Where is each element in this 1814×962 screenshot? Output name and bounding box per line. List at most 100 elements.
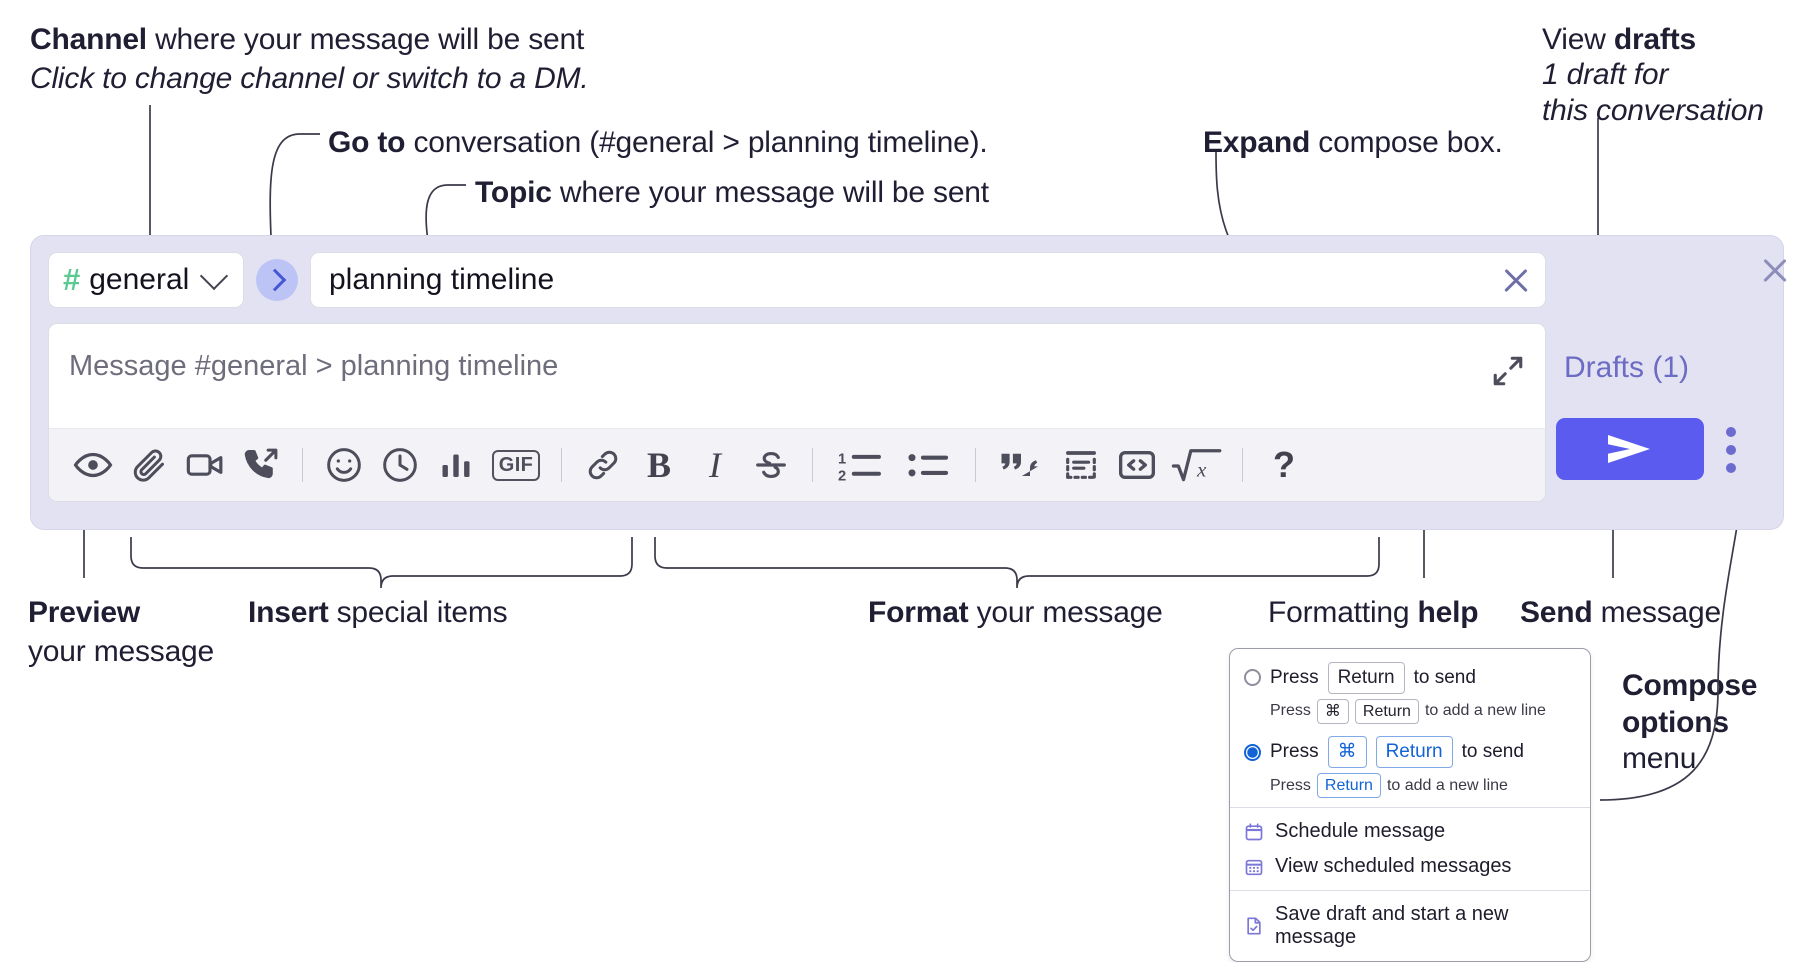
strikethrough-icon[interactable] (743, 437, 799, 493)
annotation-send: Send message (1520, 595, 1721, 630)
kebab-dot (1726, 445, 1736, 455)
annotation-send-bold: Send (1520, 596, 1593, 629)
option1-sub-tail: to add a new line (1424, 702, 1546, 720)
annotation-preview-rest: your message (28, 635, 215, 669)
annotation-expand-bold: Expand (1203, 126, 1311, 159)
bulleted-list-icon[interactable] (896, 437, 962, 493)
kebab-dot (1726, 463, 1736, 473)
annotation-channel-bold: Channel (30, 23, 147, 56)
option1-sub-press: Press (1270, 702, 1311, 720)
menu-item-save-draft[interactable]: Save draft and start a new message (1230, 897, 1590, 955)
annotation-help: Formatting help (1268, 595, 1479, 630)
radio-unselected[interactable] (1244, 669, 1261, 687)
drafts-link[interactable]: Drafts (1) (1564, 351, 1690, 384)
italic-icon[interactable]: I (687, 437, 743, 493)
option2-press: Press (1270, 741, 1319, 763)
link-icon[interactable] (575, 437, 631, 493)
toolbar-separator (975, 448, 976, 482)
annotation-drafts-rest: View (1542, 23, 1614, 56)
annotation-goto-rest: conversation (#general > planning timeli… (405, 126, 988, 159)
annotation-compose-options-line3: menu (1622, 742, 1697, 776)
annotation-topic-bold: Topic (475, 176, 552, 209)
code-icon[interactable] (1109, 437, 1165, 493)
toolbar-separator (812, 448, 813, 482)
annotation-channel-sub: Click to change channel or switch to a D… (30, 62, 589, 96)
emoji-icon[interactable] (316, 437, 372, 493)
help-label: ? (1273, 444, 1295, 485)
poll-icon[interactable] (428, 437, 484, 493)
send-icon (1608, 435, 1650, 463)
annotation-expand-rest: compose box. (1310, 126, 1503, 159)
option2-sub-tail: to add a new line (1386, 776, 1508, 794)
clock-icon[interactable] (372, 437, 428, 493)
option1-sub-key-cmd: ⌘ (1316, 698, 1349, 725)
option2-key-cmd: ⌘ (1327, 736, 1367, 768)
hash-icon: # (63, 261, 81, 297)
message-placeholder: Message #general > planning timeline (69, 350, 559, 382)
menu-divider (1230, 807, 1590, 809)
attachment-icon[interactable] (121, 437, 177, 493)
preview-icon[interactable] (65, 437, 121, 493)
annotation-topic-rest: where your message will be sent (551, 176, 989, 209)
menu-option-cmd-return-to-send[interactable]: Press ⌘ Return to send Press Return to a… (1230, 733, 1590, 799)
annotation-channel: Channel where your message will be sent … (30, 22, 589, 97)
radio-selected[interactable] (1244, 743, 1261, 761)
option2-sub-press: Press (1270, 776, 1311, 794)
formatting-help-icon[interactable]: ? (1256, 437, 1312, 493)
kebab-dot (1726, 427, 1736, 437)
option2-key-return: Return (1375, 736, 1453, 768)
menu-item-label: View scheduled messages (1275, 855, 1512, 878)
bold-icon[interactable]: B (631, 437, 687, 493)
calendar-icon (1244, 822, 1264, 842)
annotation-format-bold: Format (868, 596, 969, 629)
annotation-preview: Preview your message (28, 595, 214, 670)
topic-input[interactable]: planning timeline (310, 252, 1546, 308)
spoiler-icon[interactable] (1053, 437, 1109, 493)
annotation-format-rest: your message (968, 596, 1163, 629)
bold-label: B (646, 445, 671, 485)
expand-icon[interactable] (1491, 354, 1525, 388)
go-to-conversation-button[interactable] (256, 259, 298, 301)
svg-text:1: 1 (838, 451, 846, 467)
option1-tail: to send (1413, 666, 1476, 688)
menu-divider (1230, 890, 1590, 892)
compose-right-column: Drafts (1) (1548, 235, 1784, 530)
menu-item-label: Save draft and start a new message (1275, 903, 1509, 949)
annotation-goto: Go to conversation (#general > planning … (328, 125, 988, 160)
option1-sub-key-return: Return (1354, 698, 1419, 725)
video-icon[interactable] (177, 437, 233, 493)
file-check-icon (1244, 916, 1264, 936)
send-button[interactable] (1556, 418, 1704, 480)
toolbar-separator (561, 448, 562, 482)
annotation-format: Format your message (868, 595, 1163, 630)
option2-sub-key-return: Return (1316, 772, 1381, 799)
annotation-insert-bold: Insert (248, 596, 329, 629)
channel-picker[interactable]: # general (48, 252, 244, 308)
channel-name: general (89, 263, 190, 296)
message-input[interactable]: Message #general > planning timeline (49, 324, 1545, 428)
gif-icon[interactable]: GIF (484, 437, 548, 493)
clear-topic-icon[interactable] (1501, 265, 1531, 295)
message-box: Message #general > planning timeline (48, 323, 1546, 502)
option1-press: Press (1270, 666, 1319, 688)
compose-box: # general planning timeline Message #gen… (30, 235, 1784, 530)
annotation-preview-bold: Preview (28, 596, 141, 629)
annotation-drafts-line3: this conversation (1542, 93, 1764, 127)
call-icon[interactable] (233, 437, 289, 493)
menu-item-schedule-message[interactable]: Schedule message (1230, 814, 1590, 849)
menu-option-return-to-send[interactable]: Press Return to send Press ⌘ Return to a… (1230, 659, 1590, 725)
channel-row: # general planning timeline (48, 251, 1546, 309)
annotation-help-bold: help (1417, 596, 1479, 629)
gif-label: GIF (491, 449, 541, 481)
topic-value: planning timeline (329, 263, 555, 296)
annotation-compose-options-line1: Compose (1622, 669, 1758, 702)
math-icon[interactable]: x (1165, 437, 1229, 493)
compose-options-button[interactable] (1726, 427, 1736, 481)
chevron-down-icon (200, 261, 229, 291)
quote-icon[interactable] (989, 437, 1053, 493)
annotation-compose-options: Compose options menu (1622, 668, 1757, 778)
calendar-grid-icon (1244, 857, 1264, 877)
menu-item-view-scheduled[interactable]: View scheduled messages (1230, 849, 1590, 884)
